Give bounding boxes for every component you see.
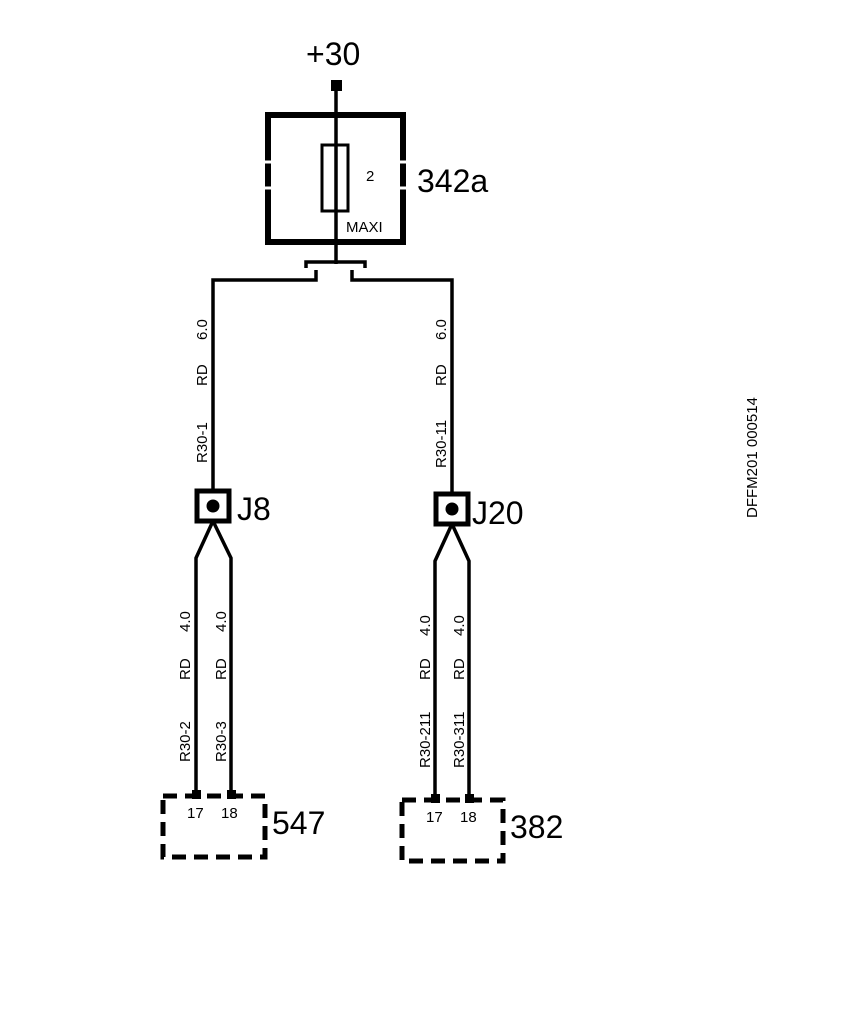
supply-label: +30 xyxy=(306,36,360,72)
r30-311-color: RD xyxy=(451,658,468,680)
left-wire-gauge: 6.0 xyxy=(194,319,211,340)
fuse-component-id: 342a xyxy=(417,163,488,199)
connector-547-label: 547 xyxy=(272,805,325,841)
left-wire-color: RD xyxy=(194,364,211,386)
r30-211-color: RD xyxy=(417,658,434,680)
wire-r30-211 xyxy=(433,523,454,797)
wire-r30-2 xyxy=(194,520,215,793)
drawing-reference: DFFM201 000514 xyxy=(744,397,761,518)
splice-j8 xyxy=(194,488,232,524)
wire-r30-3 xyxy=(211,520,233,793)
r30-211-id: R30-211 xyxy=(417,712,434,768)
r30-311-gauge: 4.0 xyxy=(451,615,468,636)
wire-r30-311 xyxy=(450,523,471,797)
splice-j20-label: J20 xyxy=(472,495,524,531)
supply-terminal xyxy=(331,80,342,91)
right-wire-color: RD xyxy=(433,364,450,386)
connector-547 xyxy=(160,790,268,860)
connector-382-pin-17: 17 xyxy=(426,809,443,826)
r30-2-color: RD xyxy=(177,658,194,680)
connector-382-label: 382 xyxy=(510,809,563,845)
fuse-box xyxy=(265,112,406,260)
fuse-pin-label: 2 xyxy=(366,168,374,185)
splice-j8-label: J8 xyxy=(237,491,271,527)
r30-3-id: R30-3 xyxy=(213,721,230,762)
connector-547-pin-17: 17 xyxy=(187,805,204,822)
splice-j20 xyxy=(433,491,471,527)
r30-2-gauge: 4.0 xyxy=(177,611,194,632)
connector-382 xyxy=(399,794,506,864)
connector-547-pin-18: 18 xyxy=(221,805,238,822)
right-wire-id: R30-11 xyxy=(433,420,450,468)
right-wire-gauge: 6.0 xyxy=(433,319,450,340)
r30-2-id: R30-2 xyxy=(177,721,194,762)
r30-311-id: R30-311 xyxy=(451,712,468,768)
right-feed-wire xyxy=(350,270,454,498)
r30-3-gauge: 4.0 xyxy=(213,611,230,632)
r30-211-gauge: 4.0 xyxy=(417,615,434,636)
left-wire-id: R30-1 xyxy=(194,422,211,463)
fuse-type-label: MAXI xyxy=(346,219,383,236)
r30-3-color: RD xyxy=(213,658,230,680)
connector-382-pin-18: 18 xyxy=(460,809,477,826)
left-feed-wire xyxy=(211,260,338,498)
